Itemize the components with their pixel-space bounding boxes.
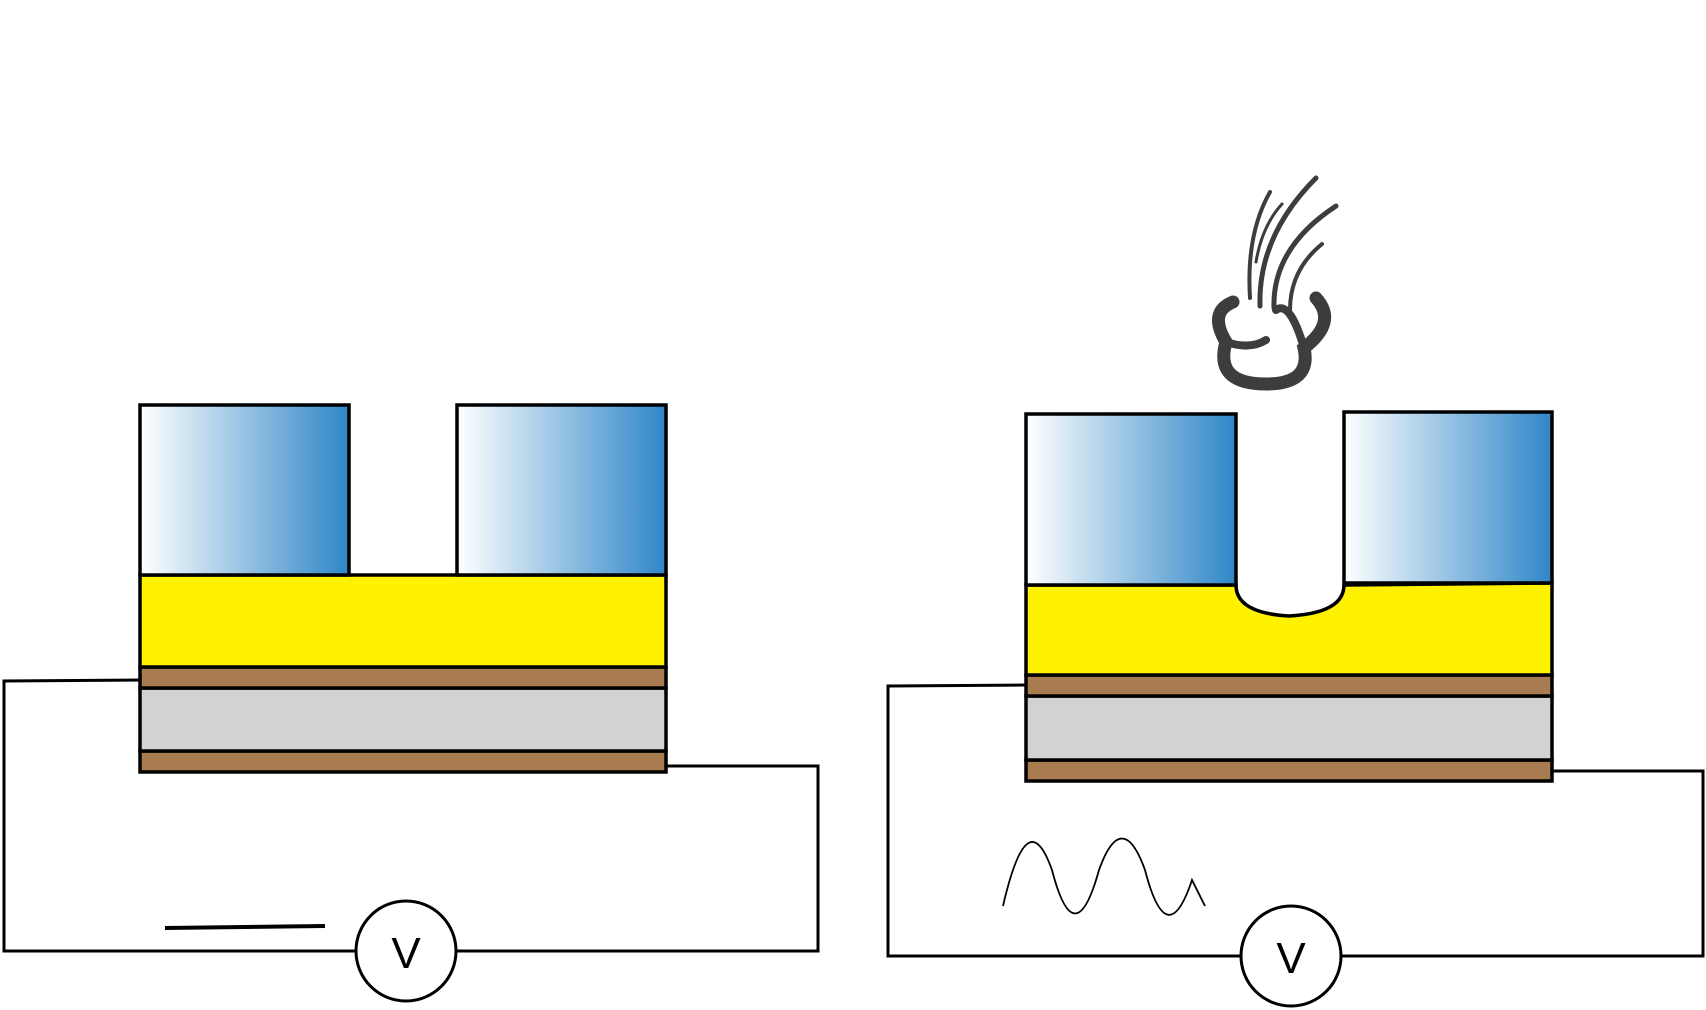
left-substrate-layer: [138, 686, 668, 753]
left-voltmeter: V: [354, 899, 458, 1003]
right-electrode-left: [1024, 412, 1238, 587]
left-electrode-right: [455, 403, 668, 577]
sine-wave-icon: [1002, 837, 1206, 916]
right-bottom-contact-layer: [1024, 758, 1554, 783]
left-device-stack: [138, 403, 668, 774]
left-voltmeter-label: V: [391, 929, 421, 978]
right-panel: V: [886, 175, 1705, 1008]
right-substrate-layer: [1024, 694, 1554, 762]
left-electrode-left: [138, 403, 351, 577]
right-functional-layer-etched: [1024, 581, 1554, 677]
left-voltmeter-circle: [354, 899, 458, 1003]
left-panel: V: [2, 403, 820, 1003]
right-device-stack: [1024, 410, 1554, 783]
smoke-puff-icon: [1212, 175, 1339, 391]
right-circuit-wire: [886, 683, 1705, 958]
left-functional-layer: [138, 573, 668, 669]
left-top-contact-layer: [138, 665, 668, 690]
right-voltmeter-circle: [1239, 904, 1343, 1008]
dc-line-icon: [164, 924, 326, 930]
right-top-contact-layer: [1024, 673, 1554, 698]
right-voltmeter-label: V: [1276, 934, 1306, 983]
right-electrode-right: [1342, 410, 1554, 585]
left-bottom-contact-layer: [138, 749, 668, 774]
right-voltmeter: V: [1239, 904, 1343, 1008]
left-circuit-wire: [2, 678, 820, 953]
